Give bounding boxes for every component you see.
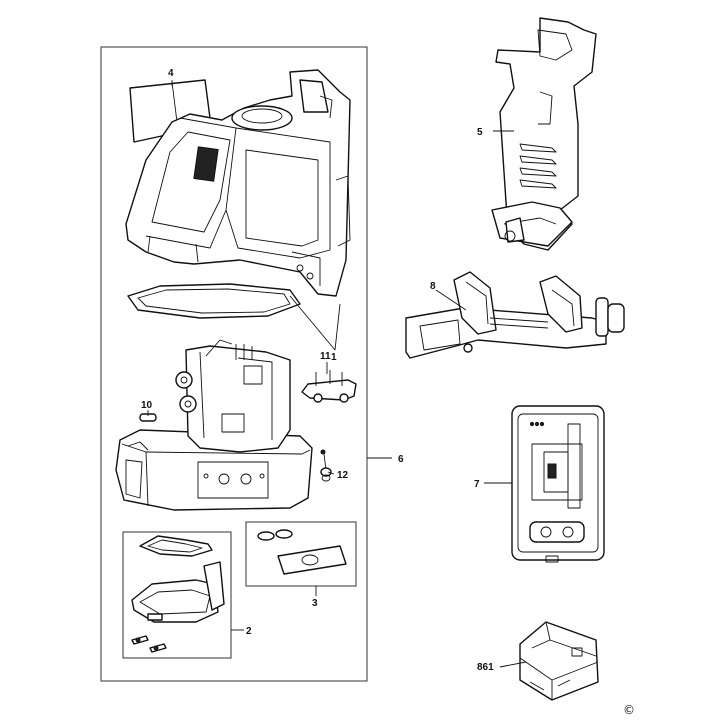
callout-11: 11 <box>320 351 331 362</box>
callout-5: 5 <box>477 127 483 138</box>
callout-861: 861 <box>477 662 494 673</box>
part-3-cover-plate[interactable] <box>257 529 347 575</box>
part-1-laser-housing[interactable] <box>125 69 351 297</box>
part-5-holder-bracket[interactable] <box>491 17 597 251</box>
part-7-detector[interactable] <box>511 405 605 563</box>
part-12-spring[interactable] <box>320 449 332 482</box>
part-2-bracket[interactable] <box>131 535 225 653</box>
part-861-case[interactable] <box>519 621 599 701</box>
callout-6: 6 <box>398 454 404 465</box>
main-assembly-frame <box>100 46 368 682</box>
callout-10: 10 <box>141 400 153 411</box>
part-11-clip[interactable] <box>301 370 357 403</box>
copyright-mark: © <box>623 703 635 717</box>
callout-7: 7 <box>474 479 480 490</box>
callout-1: 1 <box>331 352 337 363</box>
part-1-laser-engine[interactable] <box>175 339 291 453</box>
callout-4: 4 <box>168 68 174 79</box>
callout-12: 12 <box>337 470 349 481</box>
callout-2: 2 <box>246 626 252 637</box>
callout-3: 3 <box>312 598 318 609</box>
part-2-subframe <box>122 531 232 659</box>
part-3-subframe <box>245 521 357 587</box>
part-1-gasket[interactable] <box>127 283 301 319</box>
callout-8: 8 <box>430 281 436 292</box>
leader-lines <box>147 80 527 668</box>
part-8-clamp[interactable] <box>405 271 625 359</box>
